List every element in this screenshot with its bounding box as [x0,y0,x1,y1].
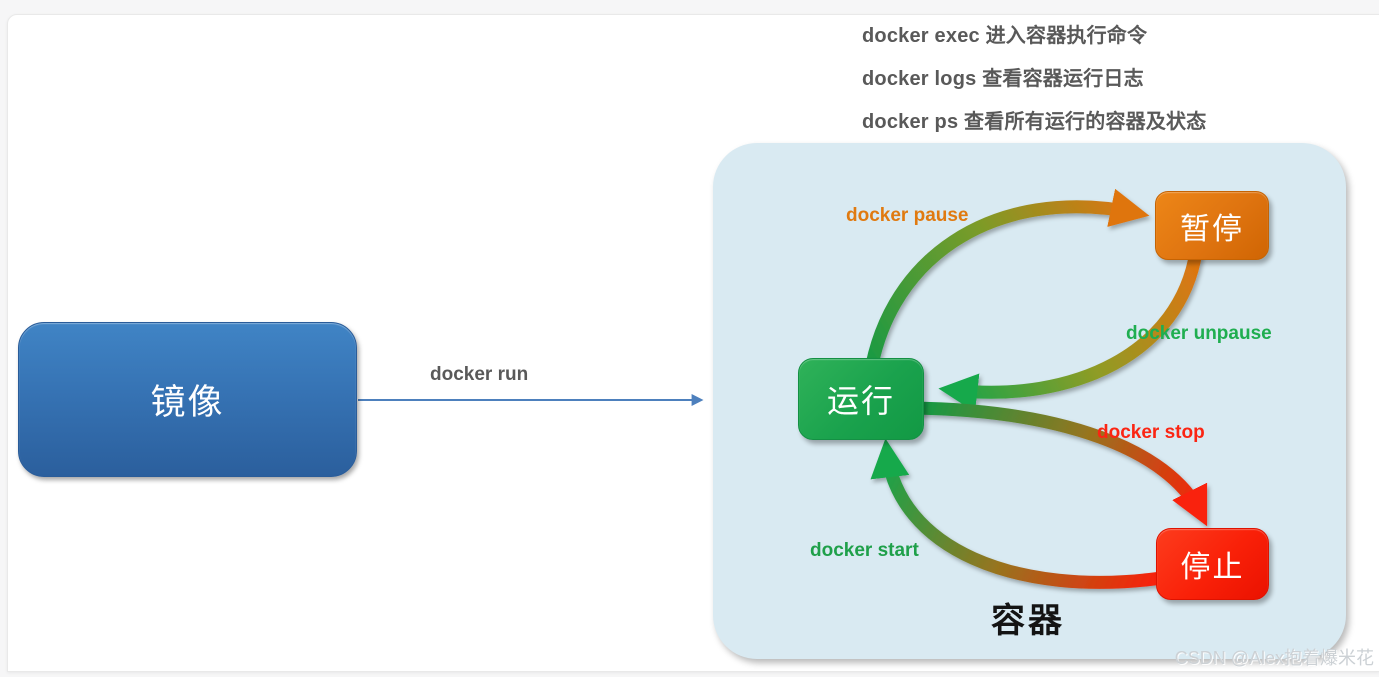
image-node-label: 镜像 [150,383,225,422]
state-paused-label: 暂停 [1180,212,1244,246]
docker-start-label: docker start [810,540,919,561]
command-notes: docker exec 进入容器执行命令 docker logs 查看容器运行日… [862,19,1206,148]
command-note-exec: docker exec 进入容器执行命令 [862,25,1148,47]
image-node: 镜像 [18,322,357,477]
state-running: 运行 [798,358,924,440]
command-note-logs: docker logs 查看容器运行日志 [862,68,1144,90]
watermark: CSDN @Alex抱着爆米花 [1174,648,1374,668]
docker-stop-label: docker stop [1097,422,1205,443]
docker-unpause-label: docker unpause [1126,323,1272,344]
command-note-ps: docker ps 查看所有运行的容器及状态 [862,111,1207,133]
container-caption: 容器 [991,602,1065,640]
state-stopped: 停止 [1156,528,1269,600]
state-paused: 暂停 [1155,191,1269,260]
state-running-label: 运行 [826,383,895,419]
state-stopped-label: 停止 [1180,551,1245,584]
docker-run-label: docker run [430,364,529,385]
docker-pause-label: docker pause [846,205,969,226]
